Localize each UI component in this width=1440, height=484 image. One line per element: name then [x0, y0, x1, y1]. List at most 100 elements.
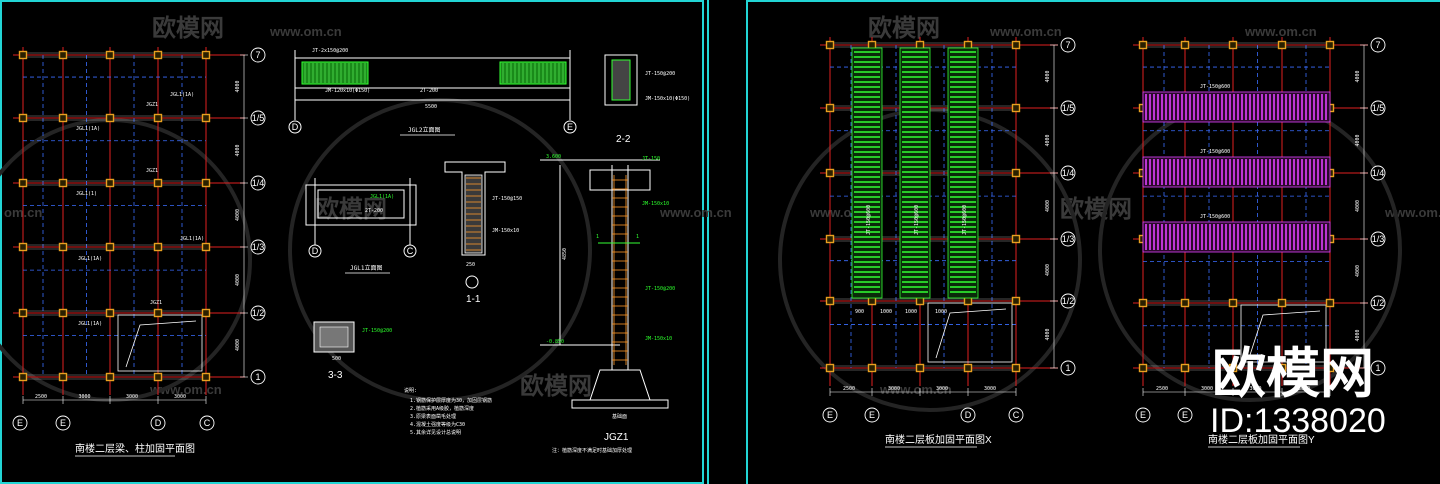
footing-taper — [589, 369, 651, 401]
axis-label: 1/3 — [1372, 234, 1385, 244]
beam-joint — [589, 169, 651, 191]
axis-bubble — [1008, 407, 1024, 423]
stair-arrow — [935, 308, 1007, 359]
axis-bubble — [1370, 37, 1386, 53]
column-marker — [1138, 40, 1148, 50]
column-marker — [1011, 234, 1021, 244]
drawing-jgl2-elevation: JT-2x150@200 JM-120x10(Φ150) 2T-200 5500… — [288, 48, 690, 145]
axis-label: 1/3 — [1062, 234, 1075, 244]
axis-label: E — [1182, 410, 1188, 420]
axis-label: E — [60, 418, 66, 428]
column-marker — [963, 363, 973, 373]
drawing-jgl1-elevation: JGL1(1A) 2T-200 D C JGL1立面图 JT-150@150 J… — [305, 161, 522, 305]
footing-label: 基础面 — [612, 413, 627, 420]
column-marker — [105, 178, 115, 188]
axis-label: 1/3 — [252, 242, 265, 252]
watermark-brand: 欧模网 — [152, 14, 224, 42]
column-marker — [201, 372, 211, 382]
dimension-text: 3000 — [174, 394, 186, 400]
axis-label: E — [567, 122, 573, 132]
column-marker — [867, 40, 877, 50]
dimension-text: 4000 — [235, 274, 241, 286]
axis-bubble — [1060, 165, 1076, 181]
column-marker — [201, 242, 211, 252]
drawing-title: JGZ1 — [604, 432, 629, 443]
beam-label: JGZ1 — [146, 102, 158, 108]
axis-label: C — [204, 418, 211, 428]
section-dimension: 500 — [332, 356, 341, 362]
axis-label: D — [312, 246, 319, 256]
column-marker — [963, 40, 973, 50]
column-marker — [825, 234, 835, 244]
column-marker — [18, 113, 28, 123]
axis-label: 1/4 — [1372, 168, 1385, 178]
section-title: 3-3 — [328, 370, 343, 381]
column-marker — [153, 178, 163, 188]
annotation: JT-150@200 — [362, 328, 392, 334]
axis-label: 1/2 — [1062, 296, 1075, 306]
dimension-text: 4000 — [1045, 134, 1051, 146]
column-marker — [105, 372, 115, 382]
beam-label: JGL1(1) — [76, 191, 97, 197]
axis-bubble — [1370, 165, 1386, 181]
column-marker — [18, 372, 28, 382]
column-stirrups — [612, 175, 628, 365]
column-marker — [1228, 40, 1238, 50]
column-marker — [153, 242, 163, 252]
axis-label: D — [155, 418, 162, 428]
notes-block: 说明: 1.钢筋保护层厚度为30，加固层钢筋 2.植筋采用A级胶，植筋深度 3.… — [404, 387, 492, 436]
note-line: 4.混凝土强度等级为C30 — [410, 421, 465, 428]
axis-bubble — [250, 110, 266, 126]
annotation: JT-2x150@200 — [312, 48, 348, 54]
column-marker — [1228, 363, 1238, 373]
drawing-title: JGL2立面图 — [408, 126, 440, 134]
annotation: JGL1(1A) — [170, 92, 194, 98]
watermark-url: www.om.cn — [1244, 24, 1317, 39]
watermark-brand: 欧模网 — [868, 14, 940, 42]
watermark-arc — [0, 118, 252, 402]
axis-label: E — [1140, 410, 1146, 420]
axis-bubble — [1060, 231, 1076, 247]
drawing-title: JGL1立面图 — [350, 264, 382, 272]
column-marker — [201, 308, 211, 318]
column-marker — [1011, 168, 1021, 178]
inner-dimension: 1000 — [880, 309, 892, 315]
axis-label: D — [292, 122, 299, 132]
reinforcement-strip — [899, 47, 931, 299]
section-core — [319, 326, 349, 348]
rebar-zone-right — [499, 61, 567, 85]
column-marker — [153, 50, 163, 60]
section-1-1: JT-150@150 JM-150x10 250 1-1 — [444, 161, 522, 305]
watermark-url: www.om.cn — [879, 382, 952, 397]
axis-label: 1/5 — [1062, 103, 1075, 113]
strip-label: JT-150@600 — [1200, 84, 1230, 90]
column-marker — [1011, 363, 1021, 373]
axis-bubble — [250, 239, 266, 255]
column-marker — [58, 242, 68, 252]
strip-label: JT-150@600 — [866, 205, 872, 235]
note-line: 3.原梁表面凿毛处理 — [410, 413, 456, 420]
column-marker — [867, 296, 877, 306]
column-marker — [867, 363, 877, 373]
annotation: JM-150x10(Φ150) — [645, 96, 690, 102]
axis-label: E — [869, 410, 875, 420]
axis-label: 1/5 — [252, 113, 265, 123]
dimension-text: 4000 — [235, 209, 241, 221]
section-title: 1-1 — [466, 294, 481, 305]
column-marker — [915, 363, 925, 373]
column-marker — [58, 308, 68, 318]
annotation: JGL1(1A) — [180, 236, 204, 242]
watermark-brand: 欧模网 — [520, 372, 592, 400]
note-line: 5.其余详见设计总说明 — [410, 429, 461, 436]
axis-bubble — [1060, 293, 1076, 309]
dimension-text: 4000 — [235, 144, 241, 156]
watermark-url: www.om.cn — [269, 24, 342, 39]
axis-bubble — [250, 369, 266, 385]
column-marker — [1325, 363, 1335, 373]
column-marker — [1011, 40, 1021, 50]
dimension-text: 3000 — [1250, 386, 1262, 392]
section-dimension: 250 — [466, 262, 475, 268]
watermark-url: www.om.cn — [659, 205, 732, 220]
drawing-title: 南楼二层梁、柱加固平面图 — [75, 442, 195, 455]
